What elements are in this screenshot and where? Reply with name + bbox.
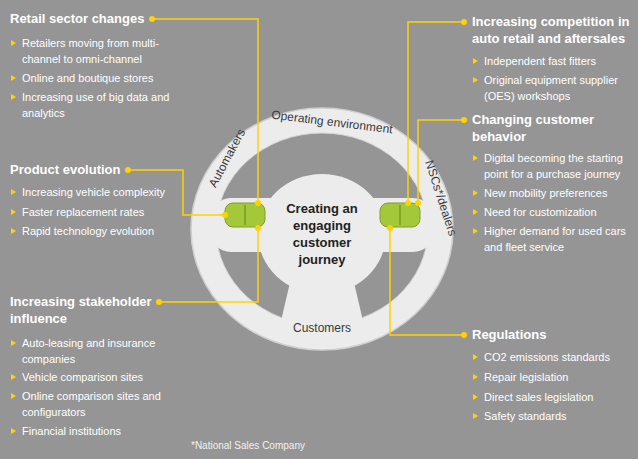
bullet-item: Increasing vehicle complexity <box>10 184 178 200</box>
bullet-item: Increasing use of big data and analytics <box>10 89 178 121</box>
leader-dot <box>415 200 421 206</box>
callout-heading: Regulations <box>472 326 634 343</box>
bullet-item: Retailers moving from multi-channel to o… <box>10 35 178 67</box>
bullet-item: Financial institutions <box>10 423 178 439</box>
footnote: *National Sales Company <box>191 439 391 452</box>
rim-label: Customers <box>293 321 351 335</box>
bullet-item: Need for customization <box>472 204 632 220</box>
bullet-item: Online comparison sites and configurator… <box>10 388 178 420</box>
leader-dot <box>461 117 467 123</box>
leader-line <box>152 19 258 203</box>
leader-line <box>418 120 464 203</box>
bullet-item: Higher demand for used cars and fleet se… <box>472 223 632 255</box>
bullet-item: Rapid technology evolution <box>10 223 178 239</box>
leader-line <box>159 228 258 302</box>
leader-line <box>390 228 464 335</box>
bullet-item: Digital becoming the starting point for … <box>472 150 632 182</box>
bullet-item: Direct sales legislation <box>472 389 632 405</box>
leader-dot <box>387 225 393 231</box>
callout-heading: Increasing competition in auto retail an… <box>472 13 634 47</box>
leader-dot <box>149 16 155 22</box>
bullet-item: Online and boutique stores <box>10 70 178 86</box>
callout-heading: Retail sector changes <box>10 10 188 27</box>
leader-line <box>128 170 225 215</box>
hub-title: Creating an engaging customer journey <box>272 200 372 268</box>
bullet-item: Vehicle comparison sites <box>10 369 178 385</box>
leader-dot <box>461 19 467 25</box>
leader-dot <box>156 299 162 305</box>
bullet-item: Original equipment supplier (OES) worksh… <box>472 72 632 104</box>
callout-heading: Increasing stakeholder influence <box>10 293 188 327</box>
leader-dot <box>125 167 131 173</box>
callout-heading: Changing customer behavior <box>472 111 634 145</box>
bullet-item: Independent fast fitters <box>472 53 632 69</box>
bullet-item: New mobility preferences <box>472 185 632 201</box>
bullet-item: Repair legislation <box>472 369 632 385</box>
bullet-item: Auto-leasing and insurance companies <box>10 335 178 367</box>
bullet-item: CO2 emissions standards <box>472 349 632 365</box>
leader-dot <box>461 332 467 338</box>
leader-dot <box>255 225 261 231</box>
leader-dot <box>255 200 261 206</box>
leader-dot <box>222 212 228 218</box>
bullet-item: Faster replacement rates <box>10 204 178 220</box>
leader-line <box>408 22 464 203</box>
steering-wheel: Creating an engaging customer journeyOpe… <box>189 106 455 352</box>
bullet-item: Safety standards <box>472 408 632 424</box>
leader-dot <box>405 200 411 206</box>
callout-heading: Product evolution <box>10 161 188 178</box>
